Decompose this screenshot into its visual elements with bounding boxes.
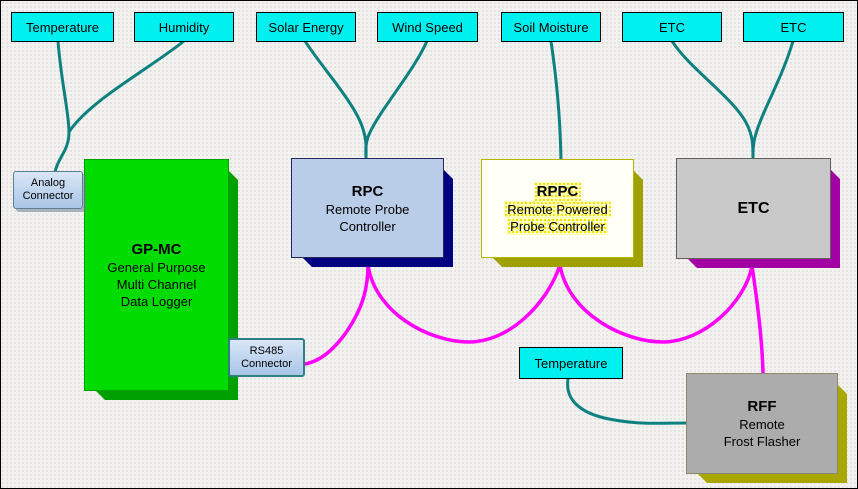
wire-wind-to-rpc [364,39,429,162]
wire-etc1-to-etc [670,39,755,161]
rppc-title: RPPC [533,182,582,201]
wire-solar-to-rpc [303,39,368,162]
gpmc-subtitle-2: Multi Channel [116,277,197,292]
sensor-box-soil-moisture: Soil Moisture [501,12,601,42]
etc-box: ETC [676,158,831,259]
gpmc-subtitle-1: General Purpose [107,260,206,275]
sensor-box-solar-energy: Solar Energy [256,12,356,42]
rppc-box: RPPC Remote Powered Probe Controller [481,159,634,258]
bus-rppc-to-etc [558,263,754,344]
wire-soil-to-rppc [549,39,563,162]
bus-rpc-to-rppc [366,263,562,344]
sensor-box-etc-2: ETC [743,12,844,42]
wire-temperature-to-rff [566,377,689,425]
bus-etc-to-rff [750,264,765,374]
wire-humidity-to-analog [67,39,186,134]
rff-title: RFF [747,398,777,415]
rff-subtitle-2: Frost Flasher [723,434,801,449]
rs485-connector-label-2: Connector [241,357,292,370]
etc-title: ETC [737,200,770,217]
sensor-box-wind-speed: Wind Speed [377,12,478,42]
rff-box: RFF Remote Frost Flasher [686,373,838,474]
analog-connector-label-2: Connector [22,190,74,202]
gpmc-subtitle-3: Data Logger [120,294,193,309]
rppc-subtitle-1: Remote Powered [504,201,611,218]
wire-temperature-to-analog [53,39,71,174]
sensor-box-humidity: Humidity [134,12,234,42]
analog-connector-box: Analog Connector [13,171,83,209]
rpc-box: RPC Remote Probe Controller [291,158,444,258]
gpmc-data-logger-box: GP-MC General Purpose Multi Channel Data… [84,159,229,391]
rpc-subtitle-1: Remote Probe [325,201,410,217]
bus-rs485-to-rpc [303,263,370,366]
rpc-title: RPC [351,182,384,200]
sensor-box-temperature-probe: Temperature [519,347,623,379]
rff-subtitle-1: Remote [739,417,785,432]
sensor-box-temperature: Temperature [11,12,114,42]
rs485-connector-label-1: RS485 [249,344,284,357]
wire-etc2-to-etc [751,39,795,161]
rppc-subtitle-2: Probe Controller [507,218,608,235]
analog-connector-label-1: Analog [30,177,66,189]
gpmc-title: GP-MC [131,241,182,258]
rs485-connector-box: RS485 Connector [228,338,305,377]
rpc-subtitle-2: Controller [339,218,396,234]
sensor-box-etc-1: ETC [622,12,722,42]
